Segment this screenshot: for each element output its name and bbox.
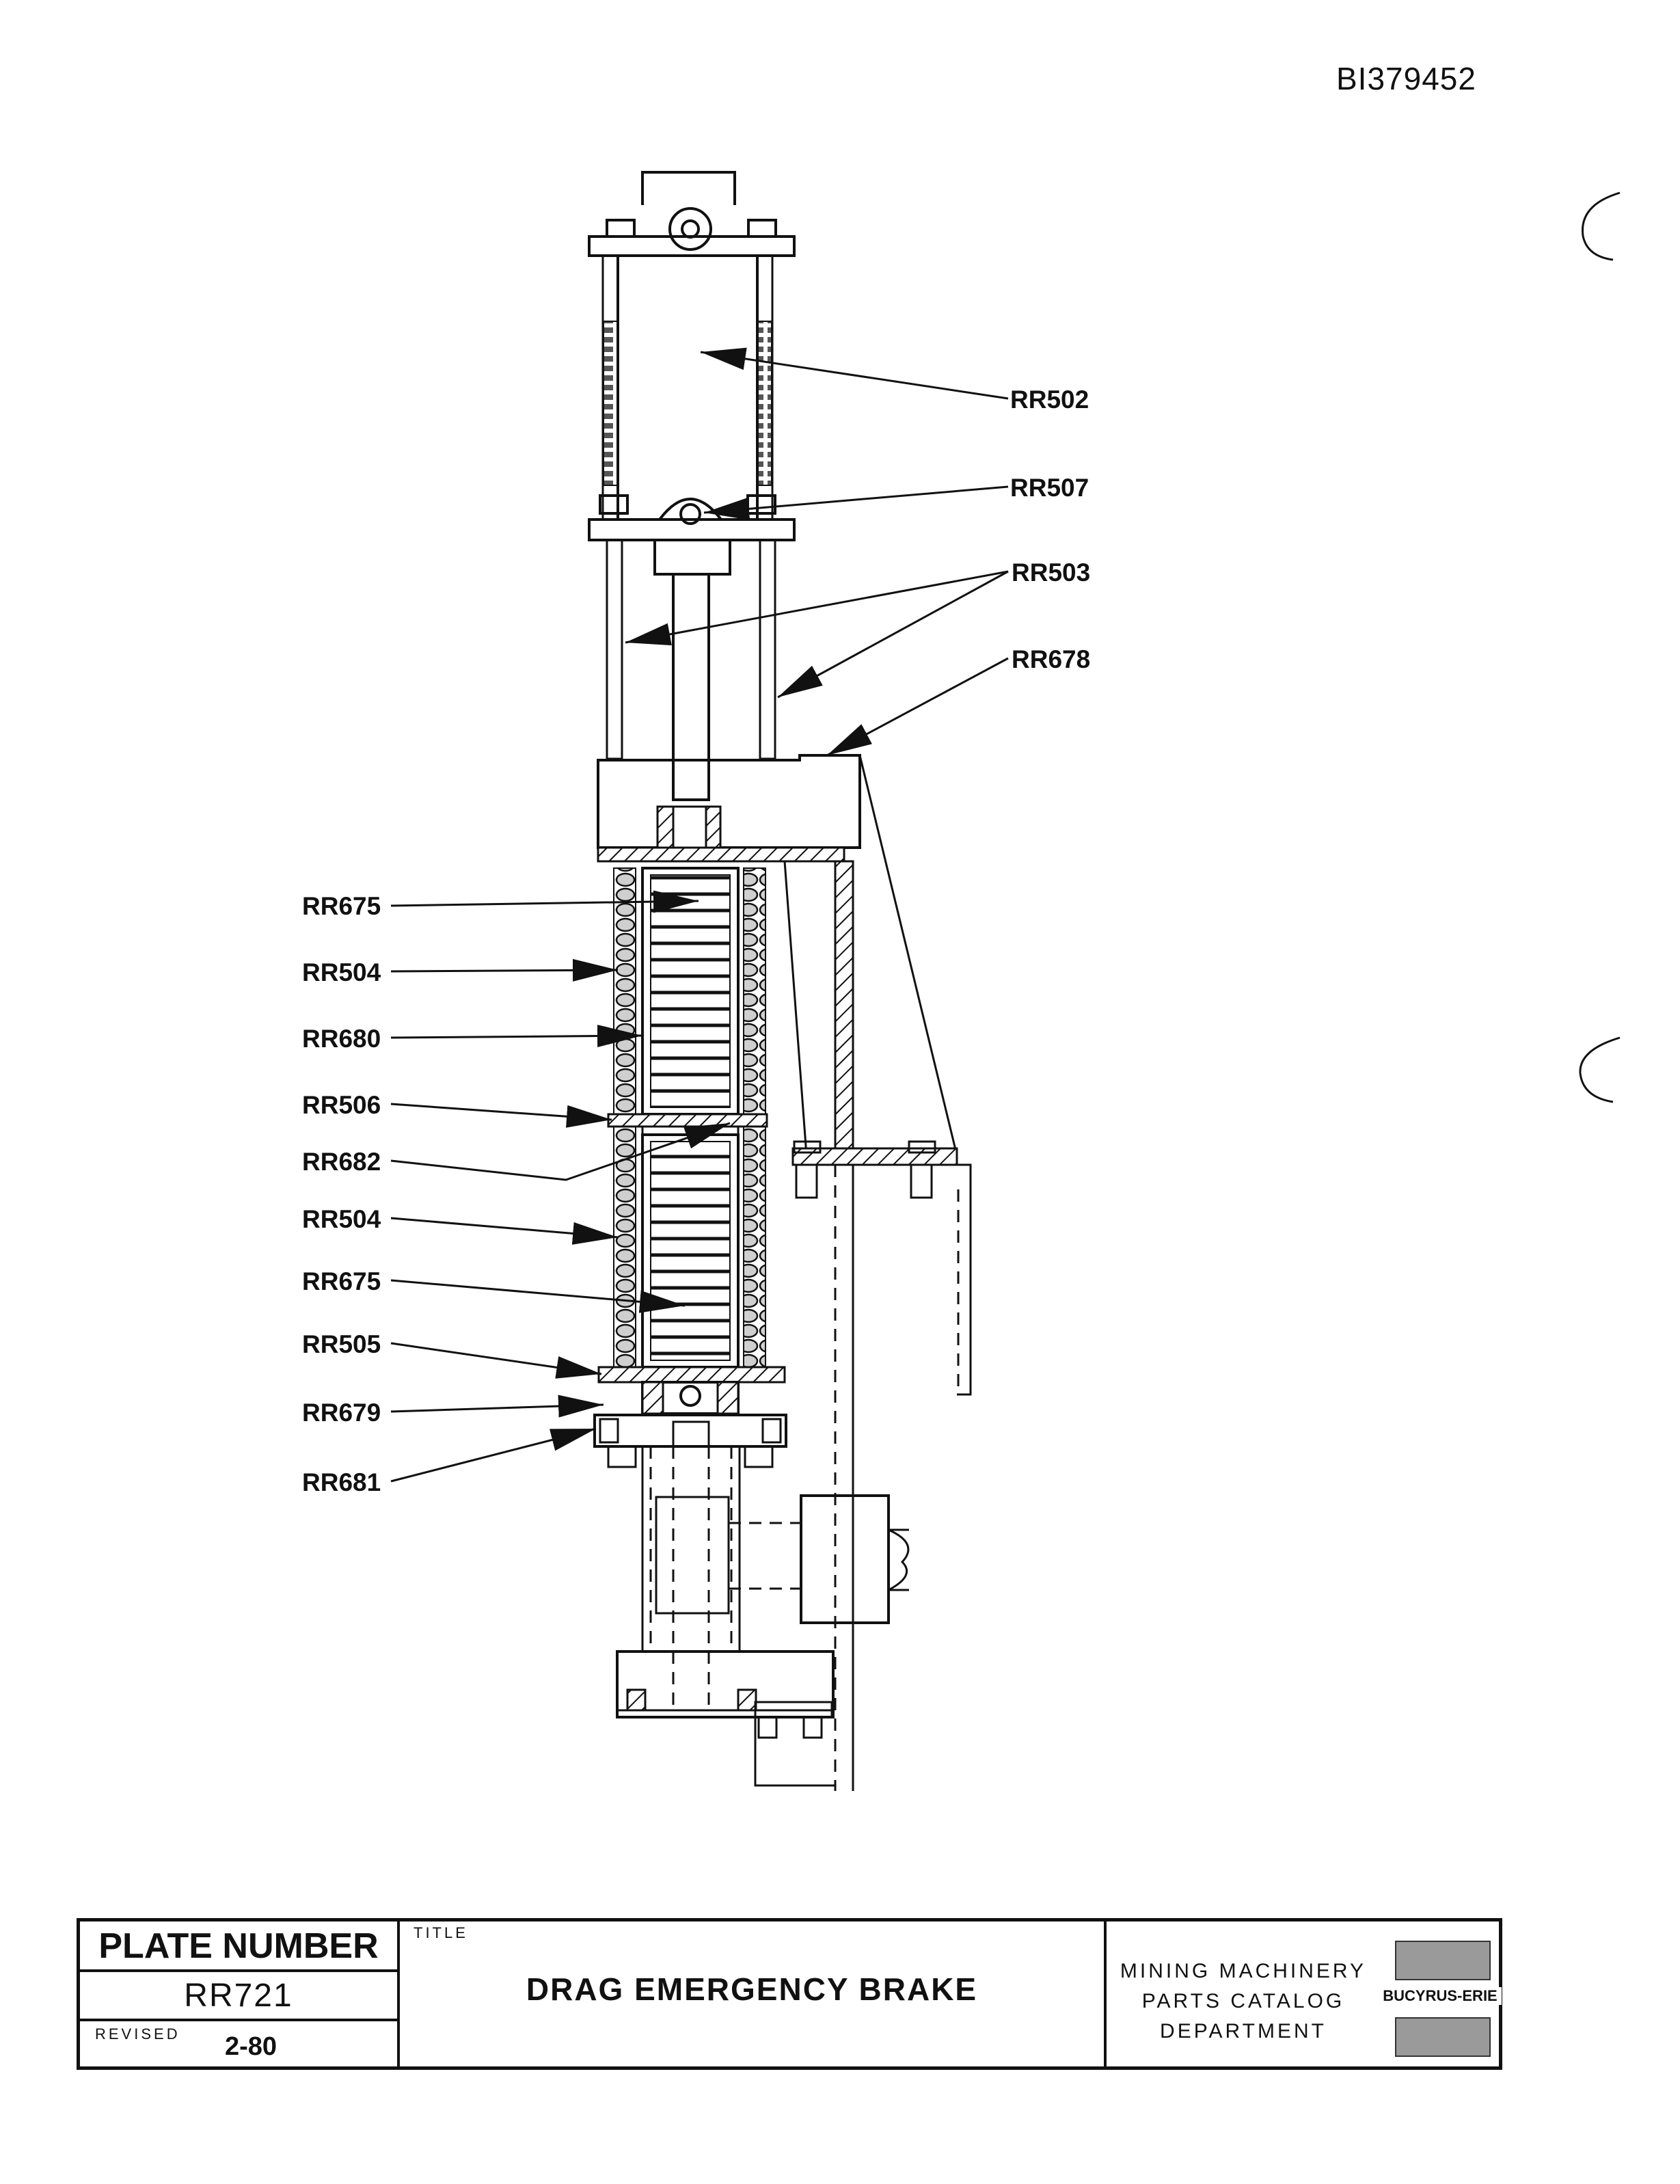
tie-rods-upper: [601, 254, 774, 521]
callout-rr507: RR507: [1010, 474, 1089, 502]
middle-spacer-plate: [607, 1113, 768, 1128]
brake-assembly-drawing: RR502 RR507 RR503 RR678 RR675 RR504 RR68…: [302, 171, 1621, 1791]
callout-rr502: RR502: [1010, 386, 1089, 414]
revised-date: 2-80: [225, 2032, 277, 2061]
inner-spring-stack: [641, 867, 740, 1369]
binder-hole-mark-top: [1581, 191, 1621, 261]
leader-lines: [390, 347, 1009, 1483]
callout-rr675-top: RR675: [302, 892, 381, 920]
top-cylinder-cap: [588, 235, 796, 257]
title-block: PLATE NUMBER RR721 REVISED 2-80 TITLE DR…: [77, 1918, 1502, 2070]
callout-rr505: RR505: [302, 1330, 381, 1358]
title-cell: TITLE DRAG EMERGENCY BRAKE: [400, 1922, 1107, 2066]
callout-rr504-bottom: RR504: [302, 1205, 381, 1233]
department-cell: MINING MACHINERY PARTS CATALOG DEPARTMEN…: [1107, 1922, 1502, 2066]
base-frame: [616, 1650, 835, 1787]
callout-rr681: RR681: [302, 1468, 381, 1496]
department-line-3: DEPARTMENT: [1160, 2020, 1327, 2043]
callout-rr503: RR503: [1012, 558, 1090, 587]
title-label: TITLE: [414, 1924, 468, 1941]
document-id: BI379452: [1336, 61, 1476, 96]
company-logo: [1387, 1941, 1496, 2057]
spring-bottom-plate: [597, 1366, 786, 1384]
callout-rr678: RR678: [1012, 645, 1090, 673]
cross-shaft: [729, 1494, 910, 1624]
cylinder-body: [617, 254, 759, 521]
callout-rr682: RR682: [302, 1148, 381, 1176]
binder-hole-mark-middle: [1579, 1036, 1621, 1103]
department-line-1: MINING MACHINERY: [1120, 1960, 1367, 1982]
drawing-title: DRAG EMERGENCY BRAKE: [526, 1971, 978, 2007]
piston-rod: [672, 573, 710, 801]
logo-text: BUCYRUS-ERIE: [1379, 1987, 1502, 2005]
callout-rr506: RR506: [302, 1091, 381, 1119]
side-bracket: [783, 860, 972, 1791]
plate-number-cell: PLATE NUMBER RR721 REVISED 2-80: [80, 1922, 400, 2066]
guide-rod-right: [759, 539, 776, 760]
department-line-2: PARTS CATALOG: [1141, 1990, 1345, 2012]
logo-block-top: [1395, 1941, 1491, 1980]
revised-label: REVISED: [95, 2025, 180, 2043]
callout-rr680: RR680: [302, 1025, 381, 1053]
plate-number: RR721: [80, 1972, 397, 2021]
spring-top-plate: [597, 846, 845, 863]
logo-block-bottom: [1395, 2017, 1491, 2057]
lower-shaft-housing: [641, 1445, 741, 1709]
callout-rr675-bottom: RR675: [302, 1267, 381, 1295]
guide-rod-left: [606, 539, 623, 760]
plate-number-label: PLATE NUMBER: [80, 1922, 397, 1972]
piston-rod-head: [653, 539, 731, 576]
lower-collar: [593, 1381, 787, 1468]
callout-rr679: RR679: [302, 1399, 381, 1427]
top-bracket: [606, 171, 777, 251]
callout-rr504-top: RR504: [302, 958, 381, 986]
